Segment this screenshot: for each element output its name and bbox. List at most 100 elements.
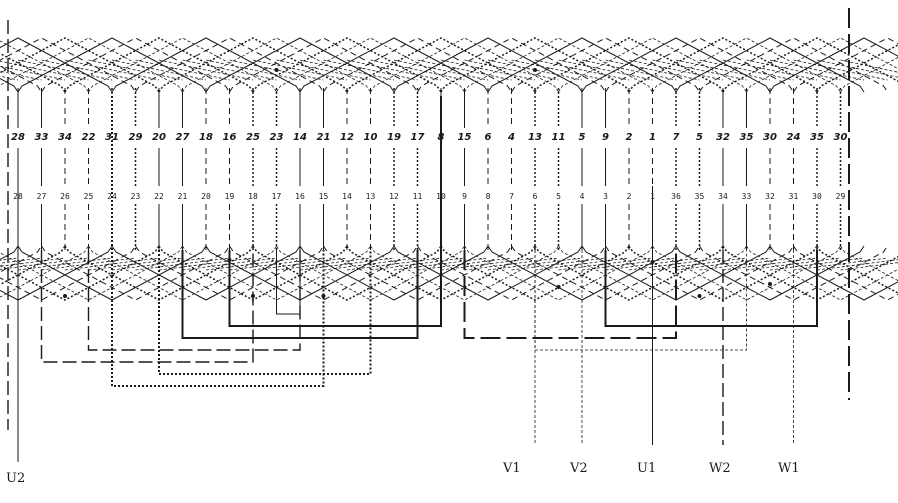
- coil-end-bottom: [229, 245, 418, 301]
- coil-end-crossing-top: [793, 59, 888, 81]
- coil-end-bottom: [769, 245, 898, 301]
- coil-end-bottom: [393, 245, 583, 301]
- slot-top-label: 2: [626, 132, 633, 143]
- coil-end-top: [111, 37, 301, 93]
- slot-top-label: 24: [787, 132, 801, 143]
- coil-end-top: [182, 37, 371, 93]
- slot-bottom-label: 16: [295, 192, 305, 201]
- junction-dot: [251, 294, 255, 298]
- phase-v-jumper-1: [463, 250, 677, 339]
- terminal-label-u1: U1: [637, 461, 656, 476]
- slot-bottom-label: 17: [272, 192, 282, 201]
- slot-top-label: 7: [673, 132, 680, 143]
- coil-end-top: [816, 44, 898, 93]
- slot-bottom-label: 35: [695, 192, 705, 201]
- slot-bottom-label: 18: [248, 192, 258, 201]
- coil-end-top: [323, 37, 512, 93]
- slot-top-label: 15: [458, 132, 472, 143]
- coil-end-crossing-bottom: [464, 257, 559, 271]
- coil-end-crossing-bottom: [722, 257, 818, 271]
- coil-end-connections: [0, 8, 898, 430]
- slot-bottom-label: 31: [789, 192, 799, 201]
- slot-bottom-label: 13: [366, 192, 376, 201]
- slot-top-label: 11: [552, 132, 566, 143]
- coil-end-bottom: [0, 245, 160, 301]
- coil-end-crossing-top: [675, 59, 771, 81]
- slot-top-label: 17: [411, 132, 425, 143]
- coil-end-top: [205, 37, 395, 93]
- coil-end-crossing-bottom: [346, 257, 442, 271]
- coil-end-crossing-top: [487, 59, 583, 81]
- coil-end-top: [17, 37, 207, 93]
- coil-end-bottom: [675, 245, 865, 301]
- slot-bottom-label: 15: [319, 192, 329, 201]
- coil-end-top: [64, 37, 254, 93]
- slot-top-label: 33: [35, 132, 49, 143]
- coil-end-top: [487, 37, 677, 93]
- coil-end-crossing-top: [182, 59, 277, 81]
- slot-bottom-label: 21: [178, 192, 188, 201]
- terminal-label-u2: U2: [6, 471, 25, 486]
- coil-end-crossing-bottom: [793, 257, 888, 271]
- slot-top-label: 31: [105, 132, 119, 143]
- coil-end-bottom: [111, 245, 301, 301]
- coil-end-crossing-top: [252, 59, 348, 81]
- coil-end-crossing-bottom: [816, 259, 898, 271]
- coil-end-crossing-top: [346, 59, 442, 81]
- coil-end-bottom: [417, 245, 606, 301]
- coil-end-crossing-bottom: [487, 257, 583, 271]
- junction-dot: [321, 294, 326, 298]
- slot-bottom-label: 23: [131, 192, 141, 201]
- junction-dot: [63, 294, 67, 298]
- slot-top-label: 8: [438, 132, 445, 143]
- slot-bottom-label: 4: [580, 192, 585, 201]
- coil-end-crossing-bottom: [88, 257, 183, 271]
- coil-end-crossing-bottom: [17, 257, 113, 271]
- coil-end-top: [0, 65, 42, 93]
- slot-top-label: 18: [199, 132, 213, 143]
- coil-end-crossing-top: [229, 59, 324, 81]
- coil-end-crossing-bottom: [534, 257, 630, 271]
- slot-bottom-label: 8: [486, 192, 491, 201]
- coil-end-top: [88, 37, 277, 93]
- coil-end-top: [793, 37, 898, 93]
- slot-top-label: 16: [223, 132, 237, 143]
- coil-end-top: [0, 37, 113, 93]
- slot-bottom-label: 5: [556, 192, 561, 201]
- coil-end-crossing-top: [41, 59, 136, 81]
- slot-top-label: 27: [176, 132, 190, 143]
- coil-end-crossing-top: [205, 59, 301, 81]
- slot-bottom-label: 25: [84, 192, 94, 201]
- coil-end-bottom: [511, 245, 700, 301]
- slot-top-label: 6: [485, 132, 492, 143]
- coil-end-top: [464, 37, 653, 93]
- coil-end-crossing-top: [0, 65, 66, 81]
- slot-bottom-label: 27: [37, 192, 47, 201]
- coil-end-crossing-bottom: [746, 257, 841, 271]
- junction-dot: [227, 258, 232, 262]
- coil-end-crossing-top: [323, 59, 418, 81]
- coil-end-top: [605, 37, 794, 93]
- coil-end-crossing-bottom: [652, 257, 747, 271]
- junction-dot: [697, 294, 702, 298]
- slot-top-label: 30: [834, 132, 848, 143]
- coil-end-top: [628, 37, 818, 93]
- slot-top-label: 35: [740, 132, 754, 143]
- coil-end-bottom: [135, 245, 324, 301]
- terminal-label-w1: W1: [778, 461, 800, 476]
- coil-end-top: [0, 37, 160, 93]
- slot-top-label: 14: [293, 132, 307, 143]
- coil-end-top: [440, 37, 630, 93]
- coil-end-top: [746, 37, 898, 93]
- slot-bottom-label: 22: [154, 192, 164, 201]
- coil-end-crossing-top: [276, 59, 371, 81]
- junction-dot: [533, 68, 537, 72]
- coil-end-bottom: [581, 245, 771, 301]
- coil-end-top: [534, 37, 724, 93]
- coil-end-top: [0, 40, 89, 93]
- coil-end-crossing-top: [158, 59, 254, 81]
- slot-bottom-label: 14: [342, 192, 352, 201]
- coil-end-crossing-top: [64, 59, 160, 81]
- slot-top-label: 34: [58, 132, 72, 143]
